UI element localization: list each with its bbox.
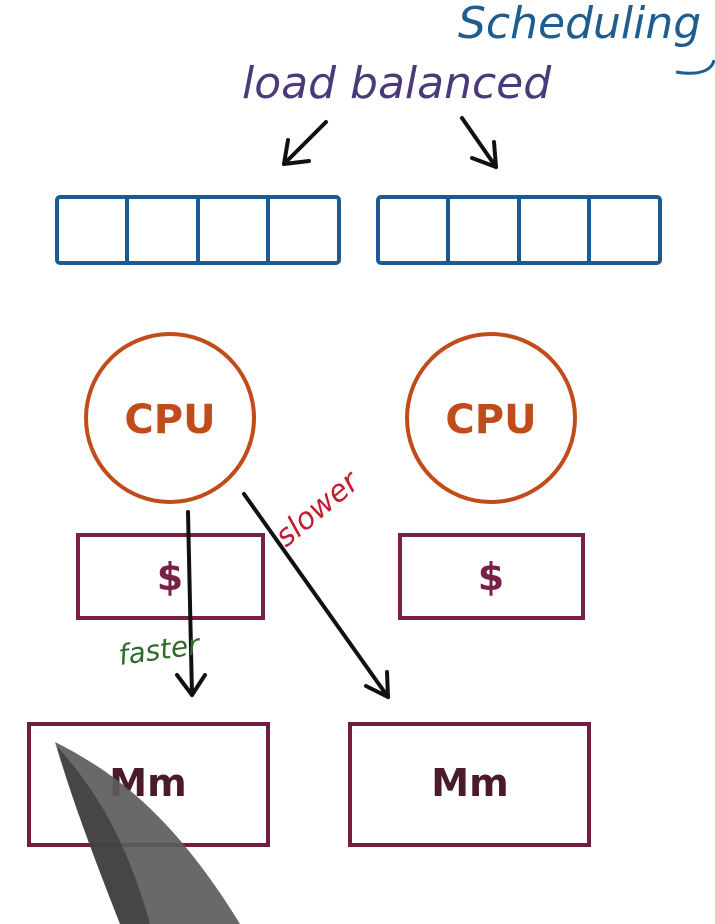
- title-underline: [675, 59, 715, 75]
- memory-right-label: Mm: [431, 761, 508, 805]
- memory-right-box: [348, 722, 591, 847]
- cache-left-box: [76, 533, 265, 620]
- cpu-left-circle: [84, 332, 256, 504]
- load-balance-arrow-left: [282, 120, 328, 166]
- load-balanced-label: load balanced: [242, 58, 552, 109]
- run-queue-left: [55, 195, 341, 265]
- cpu-left-label: CPU: [124, 397, 215, 443]
- cache-right-box: [398, 533, 585, 620]
- cpu-right-label: CPU: [445, 397, 536, 443]
- load-balance-arrow-right: [460, 116, 498, 169]
- scheduling-title: Scheduling: [458, 0, 701, 49]
- cpu-right-circle: [405, 332, 577, 504]
- cache-left-label: $: [157, 555, 183, 599]
- slower-path-label: slower: [269, 463, 368, 554]
- cache-right-label: $: [478, 555, 504, 599]
- pen-tip-icon: [55, 742, 240, 924]
- run-queue-right: [376, 195, 662, 265]
- faster-path-arrow: [175, 510, 207, 697]
- slower-path-arrow: [242, 492, 390, 699]
